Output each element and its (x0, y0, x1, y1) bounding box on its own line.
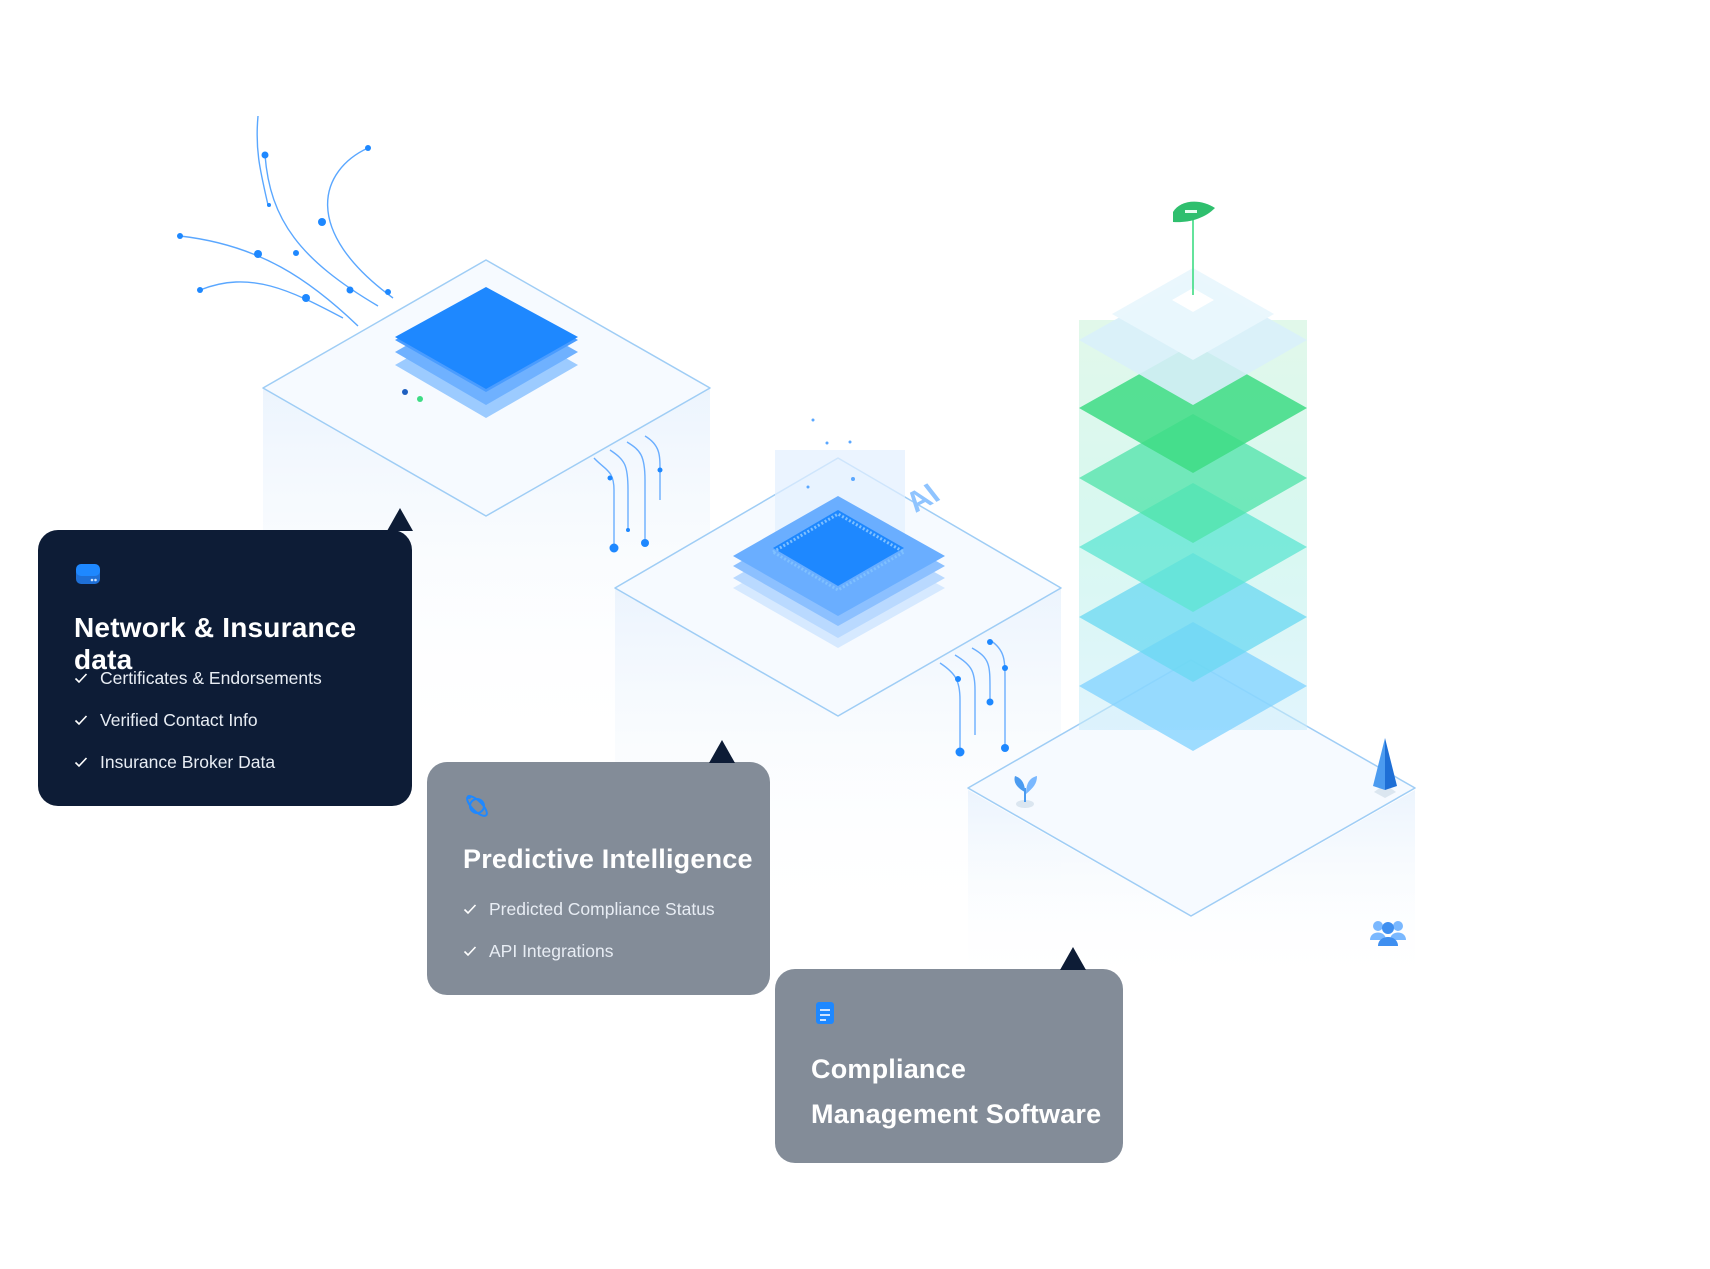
list-item: Verified Contact Info (74, 699, 322, 741)
network-dots (177, 145, 391, 302)
list-item: API Integrations (463, 930, 715, 972)
tree-icon (1373, 738, 1397, 798)
connector-lines-1 (593, 435, 661, 548)
pillar-right (968, 790, 1415, 990)
card-title: Compliance Management Software (811, 1047, 1101, 1137)
document-icon (816, 1002, 834, 1024)
check-icon (463, 946, 477, 957)
card-title-line-1: Compliance (811, 1054, 967, 1084)
network-insurance-card: Network & Insurance data Certificates & … (38, 508, 413, 806)
card-pointer (709, 740, 735, 763)
list-item-label: Predicted Compliance Status (489, 898, 715, 919)
connector-dots-2 (955, 639, 1009, 757)
check-icon (74, 673, 88, 684)
list-item-label: API Integrations (489, 940, 614, 961)
compliance-software-card: Compliance Management Software (775, 947, 1123, 1163)
server-icon (76, 564, 100, 584)
card-title-line-2: Management Software (811, 1099, 1102, 1129)
card-pointer (387, 508, 413, 531)
list-item: Certificates & Endorsements (74, 657, 322, 699)
check-icon (74, 715, 88, 726)
list-item-label: Verified Contact Info (100, 709, 258, 730)
check-icon (463, 904, 477, 915)
data-stack (1079, 201, 1307, 751)
orbit-icon (466, 795, 488, 817)
list-item-label: Certificates & Endorsements (100, 667, 322, 688)
feature-list: Certificates & Endorsements Verified Con… (74, 657, 322, 783)
plant-icon (1014, 776, 1037, 808)
check-icon (74, 757, 88, 768)
feature-list: Predicted Compliance Status API Integrat… (463, 888, 715, 972)
card-title: Network & Insurance data (74, 612, 357, 675)
card-title: Predictive Intelligence (463, 844, 753, 874)
connector-dots-1 (607, 467, 663, 553)
platform-left (262, 259, 711, 517)
list-item: Insurance Broker Data (74, 741, 322, 783)
card-pointer (1060, 947, 1086, 970)
chip-particles (806, 418, 855, 489)
list-item: Predicted Compliance Status (463, 888, 715, 930)
network-lines (179, 115, 394, 327)
list-item-label: Insurance Broker Data (100, 751, 276, 772)
platform-middle: AI (614, 450, 1062, 717)
people-icon (1370, 921, 1406, 946)
predictive-intelligence-card: Predictive Intelligence Predicted Compli… (427, 740, 770, 995)
